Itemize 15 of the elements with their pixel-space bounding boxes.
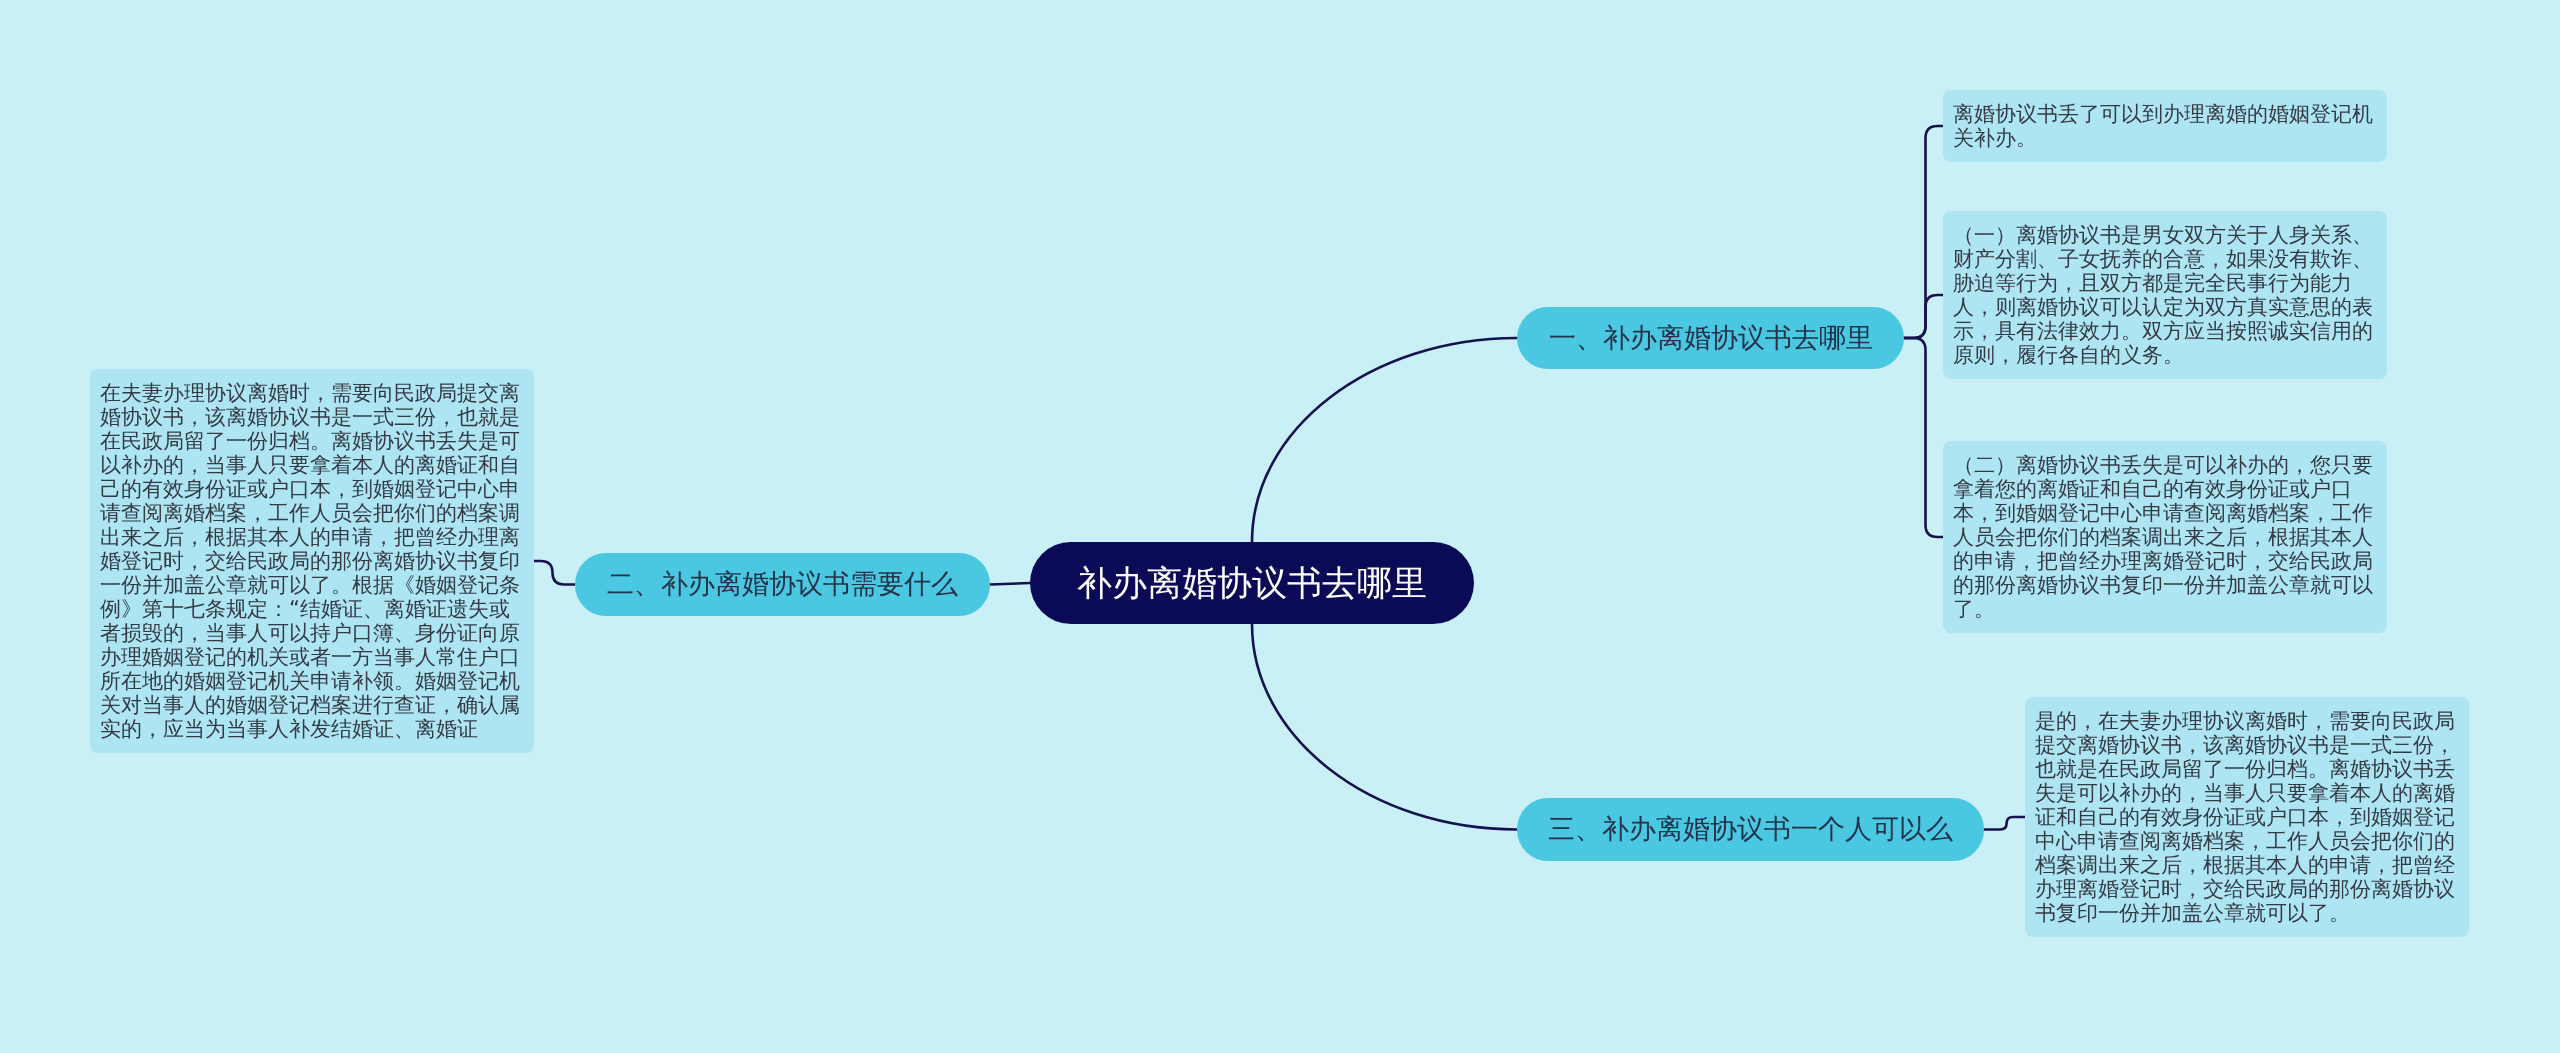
topic-pill: 二、补办离婚协议书需要什么: [575, 553, 990, 616]
topic-pill: 三、补办离婚协议书一个人可以么: [1517, 798, 1984, 861]
topic-pill: 一、补办离婚协议书去哪里: [1517, 307, 1904, 369]
text-card: 在夫妻办理协议离婚时，需要向民政局提交离婚协议书，该离婚协议书是一式三份，也就是在民政局留了一份归档。离婚协议书丢失是可以补办的，当事人只要拿着本人的离婚证和自己的有效身份证或户口本，到婚姻登记中心申请查阅离婚档案，工作人员会把你们的档案调出来之后，根据其本人的申请，把曾经办理离婚登记时，交给民政局的那份离婚协议书复印一份并加盖公章就可以了。根据《婚姻登记条例》第十七条规定：“结婚证、离婚证遗失或者损毁的，当事人可以持户口簿、身份证向原办理婚姻登记的机关或者一方当事人常住户口所在地的婚姻登记机关申请补领。婚姻登记机关对当事人的婚姻登记档案进行查证，确认属实的，应当为当事人补发结婚证、离婚证: [90, 369, 534, 753]
connector-line: [532, 559, 577, 586]
connector-line: [1250, 622, 1519, 831]
connector-line: [1902, 336, 1945, 539]
text-card: （二）离婚协议书丢失是可以补办的，您只要拿着您的离婚证和自己的有效身份证或户口本，到婚姻登记中心申请查阅离婚档案，工作人员会把你们的档案调出来之后，根据其本人的申请，把曾经办理离婚登记时，交给民政局的那份离婚协议书复印一份并加盖公章就可以了。: [1943, 441, 2387, 633]
text-card: 是的，在夫妻办理协议离婚时，需要向民政局提交离婚协议书，该离婚协议书是一式三份，也就是在民政局留了一份归档。离婚协议书丢失是可以补办的，当事人只要拿着本人的离婚证和自己的有效身份证或户口本，到婚姻登记中心申请查阅离婚档案，工作人员会把你们的档案调出来之后，根据其本人的申请，把曾经办理离婚登记时，交给民政局的那份离婚协议书复印一份并加盖公章就可以了。: [2025, 697, 2469, 937]
text-card: （一）离婚协议书是男女双方关于人身关系、财产分割、子女抚养的合意，如果没有欺诈、胁迫等行为，且双方都是完全民事行为能力人，则离婚协议可以认定为双方真实意思的表示，具有法律效力。双方应当按照诚实信用的原则，履行各自的义务。: [1943, 211, 2387, 379]
text-card: 离婚协议书丢了可以到办理离婚的婚姻登记机关补办。: [1943, 90, 2387, 162]
connector-line: [1982, 815, 2027, 831]
connector-line: [988, 581, 1032, 586]
central-topic-pill: 补办离婚协议书去哪里: [1030, 542, 1474, 624]
connector-line: [1250, 336, 1519, 544]
